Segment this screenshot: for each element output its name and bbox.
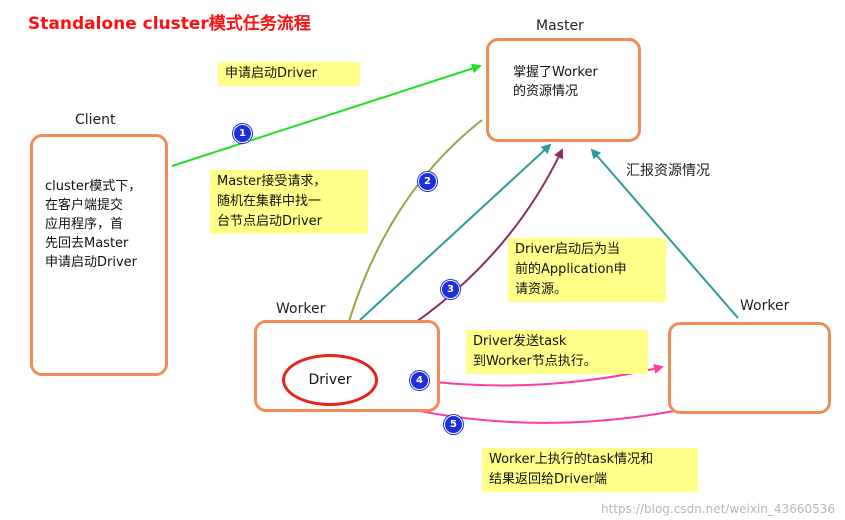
watermark: https://blog.csdn.net/weixin_43660536	[600, 502, 835, 516]
diagram-title: Standalone cluster模式任务流程	[28, 14, 311, 34]
driver-label: Driver	[308, 372, 352, 388]
step-badge-5: 5	[444, 415, 463, 434]
note-line: Worker上执行的task情况和	[489, 452, 654, 467]
arrow-client-to-master	[171, 63, 482, 167]
note-line: 结果返回给Driver端	[489, 472, 608, 487]
note-line: 前的Application申	[515, 262, 627, 277]
client-text-line: 在客户端提交	[45, 198, 124, 213]
arrow-left-worker-to-master	[359, 143, 552, 321]
note-step-5: Worker上执行的task情况和 结果返回给Driver端	[482, 448, 698, 492]
step-badge-1: 1	[233, 124, 252, 143]
worker-left-label: Worker	[276, 301, 326, 317]
client-node: cluster模式下， 在客户端提交 应用程序，首 先回去Master 申请启动…	[30, 134, 168, 376]
note-step-4: Driver发送task 到Worker节点执行。	[466, 330, 648, 374]
client-text-line: cluster模式下，	[45, 179, 142, 194]
master-node: 掌握了Worker 的资源情况	[486, 38, 641, 142]
note-line: 申请启动Driver	[225, 66, 318, 81]
note-step-2: Master接受请求， 随机在集群中找一 台节点启动Driver	[210, 170, 368, 234]
master-text-line: 掌握了Worker	[513, 65, 598, 80]
arrow-right-worker-to-master	[590, 148, 739, 319]
note-line: Driver发送task	[473, 334, 567, 349]
note-line: 台节点启动Driver	[217, 214, 323, 229]
note-line: 到Worker节点执行。	[473, 354, 597, 369]
step-badge-3: 3	[441, 280, 460, 299]
report-resources-label: 汇报资源情况	[626, 163, 710, 179]
client-label: Client	[75, 112, 116, 128]
note-step-1: 申请启动Driver	[218, 62, 360, 86]
arrow-master-to-driver	[339, 119, 483, 348]
note-line: 随机在集群中找一	[217, 194, 322, 209]
driver-node: Driver	[282, 354, 378, 406]
master-text-line: 的资源情况	[513, 84, 579, 99]
note-line: Driver启动后为当	[515, 242, 621, 257]
worker-right-label: Worker	[740, 298, 790, 314]
note-step-3: Driver启动后为当 前的Application申 请资源。	[508, 238, 666, 302]
step-badge-4: 4	[410, 371, 429, 390]
note-line: 请资源。	[515, 282, 568, 297]
note-line: Master接受请求，	[217, 174, 327, 189]
client-text-line: 应用程序，首	[45, 217, 124, 232]
client-text-line: 先回去Master	[45, 236, 129, 251]
master-label: Master	[536, 18, 584, 34]
worker-right-node	[668, 322, 831, 414]
step-badge-2: 2	[418, 172, 437, 191]
client-text-line: 申请启动Driver	[45, 255, 138, 270]
